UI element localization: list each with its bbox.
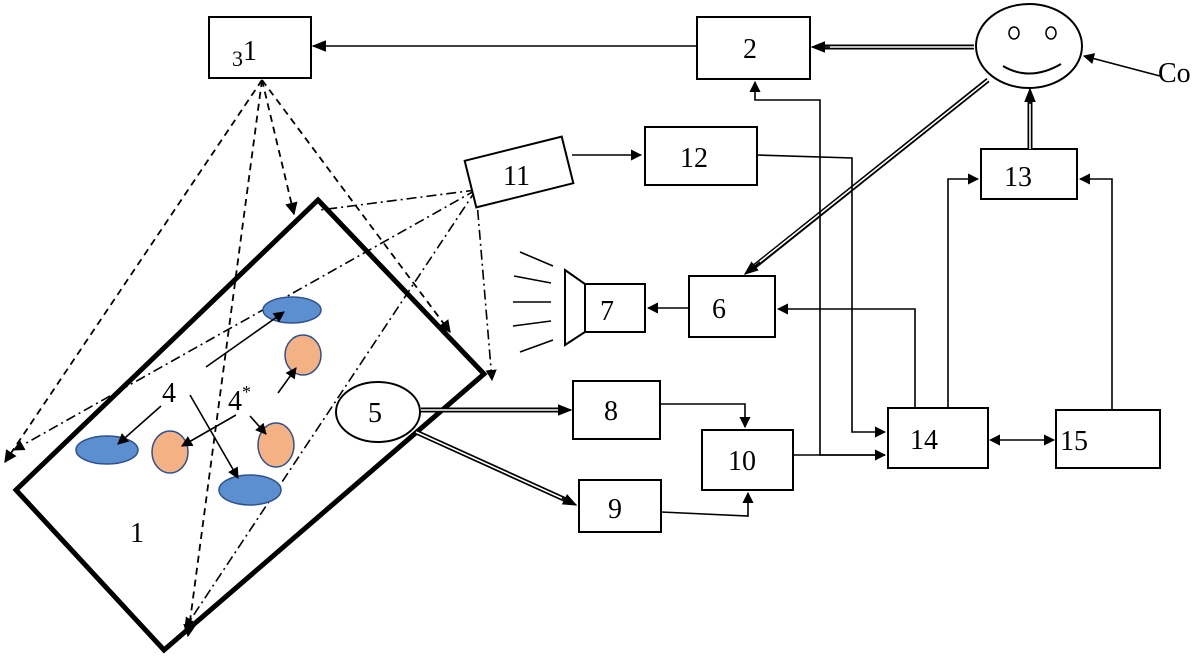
block-8 [572,380,661,440]
blue-object [262,296,322,324]
block-10 [701,429,794,491]
label-12: 12 [680,143,708,174]
operator-input-label: Co [1158,58,1191,89]
label-11: 11 [503,161,530,192]
orange-object [284,334,322,376]
orange-object [151,430,189,474]
block-2 [696,16,811,80]
label-7: 7 [600,296,614,327]
orange-object [257,422,295,468]
block-14 [887,407,989,469]
label-4-star-sup: * [242,382,251,402]
block-7 [584,283,646,333]
label-8: 8 [604,396,618,427]
blue-object [218,474,282,506]
blue-object [75,435,139,465]
block-3 [208,16,312,79]
label-13: 13 [1004,162,1032,193]
label-14: 14 [910,425,938,456]
speaker-icon [512,251,586,353]
room-objects [75,296,322,506]
block-6 [688,275,776,338]
block-5 [335,381,421,443]
block-13 [980,148,1078,200]
label-10: 10 [728,446,756,477]
room-outline [12,196,488,654]
label-2: 2 [743,34,757,65]
label-4-star: 4* [228,382,251,417]
block-12 [644,126,758,186]
eye-icon [1008,26,1020,40]
camera-view-lines [13,189,497,629]
label-6: 6 [712,294,726,325]
block-9 [578,479,662,533]
label-15: 15 [1060,426,1088,457]
block-15 [1055,409,1161,469]
eye-icon [1045,26,1057,40]
label-3: 31 [232,36,257,71]
label-5: 5 [368,398,382,429]
block-11 [463,135,575,209]
label-room-1: 1 [130,518,144,549]
smile-icon [1002,63,1062,75]
label-9: 9 [608,494,622,525]
label-4: 4 [162,378,176,409]
connections [311,40,1113,517]
operator-face [975,3,1083,89]
